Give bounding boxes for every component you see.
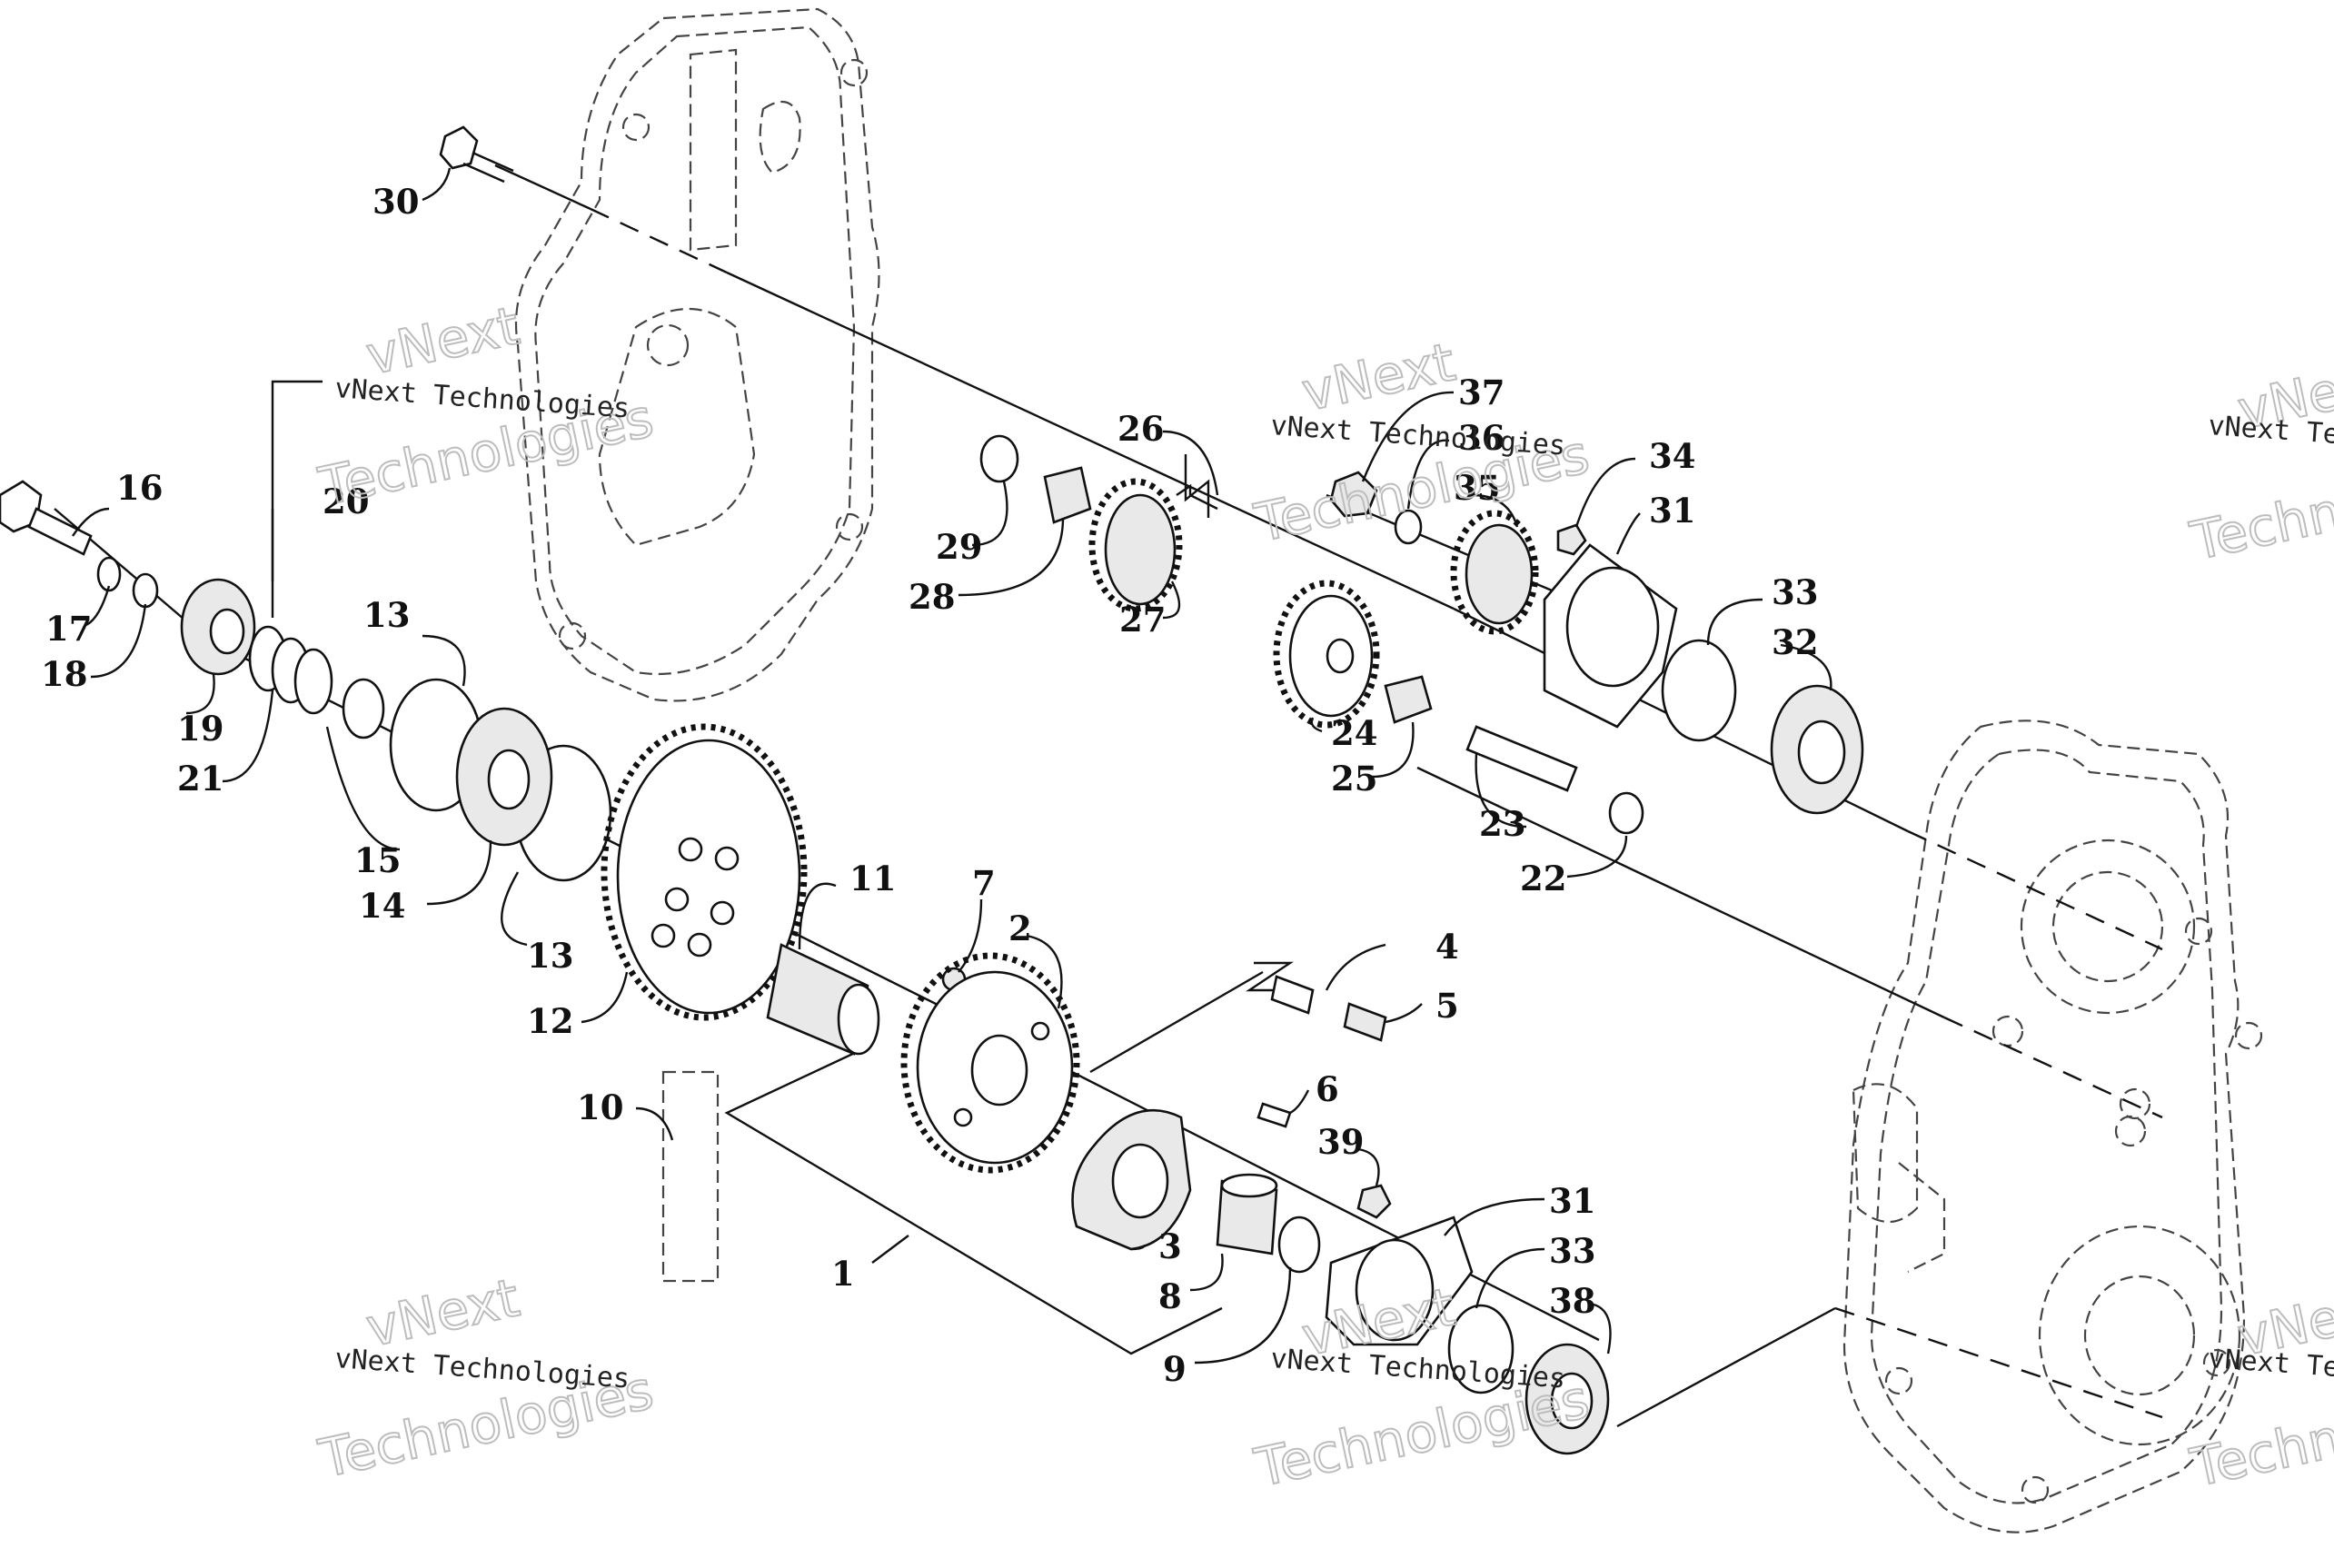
- watermark-3-label: vNext Technologies: [333, 1343, 631, 1395]
- part-12: [601, 723, 808, 1021]
- callout-22: 22: [1520, 858, 1567, 898]
- upper-housing-ghost: [514, 7, 880, 702]
- callout-23: 23: [1479, 804, 1526, 844]
- callout-13: 13: [363, 595, 411, 635]
- part-15: [342, 678, 385, 739]
- part-24: [1273, 580, 1380, 729]
- part-2: [900, 952, 1080, 1174]
- part-4: [1270, 975, 1315, 1015]
- watermark-6-label: vNext Technologies: [2207, 1343, 2334, 1395]
- callout-8: 8: [1158, 1276, 1182, 1316]
- svg-text:vNext: vNext: [1296, 331, 1460, 423]
- part-6: [1256, 1102, 1292, 1128]
- assembly-bracket: [724, 1043, 1223, 1355]
- part-37: [1329, 471, 1378, 518]
- callout-6: 6: [1316, 1069, 1339, 1109]
- callout-32: 32: [1772, 622, 1819, 662]
- callout-13-lower: 13: [527, 936, 574, 976]
- svg-text:Technologies: Technologies: [2185, 442, 2334, 572]
- part-27: [1088, 478, 1183, 612]
- callout-27: 27: [1119, 600, 1167, 640]
- watermark-2-label: vNext Technologies: [1269, 410, 1566, 462]
- callout-17: 17: [45, 609, 93, 649]
- callout-labels: 30 16 20 17 18 19 21 13 15 14 13 12 11 7…: [41, 182, 1819, 1389]
- callout-9: 9: [1163, 1349, 1187, 1389]
- part-25: [1384, 675, 1433, 724]
- callout-25: 25: [1331, 759, 1378, 799]
- callout-2: 2: [1008, 908, 1032, 948]
- part-31-lower: [1325, 1216, 1474, 1346]
- callout-31-lower: 31: [1549, 1181, 1596, 1221]
- callout-leaders: [72, 167, 1832, 1365]
- callout-1: 1: [831, 1254, 855, 1294]
- part-26: [1176, 483, 1218, 511]
- part-33-lower: [1447, 1304, 1515, 1394]
- part-23: [1465, 725, 1578, 792]
- callout-31-upper: 31: [1649, 491, 1696, 531]
- part-35: [1450, 510, 1539, 635]
- watermark-5: vNext Technologies: [2184, 348, 2334, 573]
- callout-5: 5: [1435, 986, 1459, 1026]
- part-34: [1556, 523, 1587, 556]
- callout-26: 26: [1117, 409, 1165, 449]
- part-17: [96, 556, 122, 592]
- callout-11: 11: [849, 858, 897, 898]
- part-38: [1525, 1343, 1610, 1455]
- callout-7: 7: [972, 863, 996, 903]
- part-28: [1043, 466, 1092, 524]
- callout-33-upper: 33: [1772, 572, 1819, 612]
- part-22: [1608, 791, 1644, 835]
- part-bolt-30: [439, 125, 514, 184]
- callout-10: 10: [577, 1087, 624, 1127]
- lower-housing-ghost: [1842, 719, 2263, 1533]
- part-18: [132, 572, 159, 609]
- svg-text:vNext: vNext: [361, 1266, 524, 1359]
- callout-18: 18: [41, 654, 88, 694]
- callout-38: 38: [1549, 1281, 1596, 1321]
- callout-36: 36: [1458, 418, 1505, 458]
- callout-30: 30: [372, 182, 420, 222]
- callout-37: 37: [1458, 372, 1505, 412]
- callout-19: 19: [177, 709, 224, 749]
- callout-16: 16: [116, 468, 164, 508]
- part-32: [1770, 684, 1864, 815]
- part-9: [1277, 1216, 1321, 1274]
- callout-24: 24: [1331, 713, 1378, 753]
- callout-33-lower: 33: [1549, 1231, 1596, 1271]
- callout-4: 4: [1435, 927, 1459, 967]
- svg-text:vNext: vNext: [361, 294, 524, 387]
- callout-15: 15: [354, 840, 402, 880]
- part-36: [1394, 509, 1423, 545]
- callout-29: 29: [936, 527, 983, 567]
- part-14: [455, 707, 553, 847]
- part-39: [1356, 1184, 1392, 1219]
- part-19: [180, 578, 256, 676]
- watermark-1-label: vNext Technologies: [333, 372, 631, 425]
- callout-12: 12: [527, 1001, 574, 1041]
- parts: [0, 125, 1864, 1455]
- callout-34: 34: [1649, 436, 1696, 476]
- part-11: [766, 943, 880, 1056]
- callout-39: 39: [1317, 1122, 1365, 1162]
- callout-21: 21: [177, 759, 224, 799]
- part-31-upper: [1543, 543, 1678, 729]
- callout-28: 28: [909, 577, 956, 617]
- callout-35: 35: [1454, 468, 1501, 508]
- callout-14: 14: [359, 886, 406, 926]
- part-3: [1071, 1109, 1192, 1251]
- part-8: [1216, 1173, 1278, 1255]
- part-bolt-16: [0, 480, 93, 556]
- part-10: [661, 1070, 720, 1283]
- callout-20: 20: [323, 481, 370, 521]
- part-29: [979, 434, 1019, 483]
- part-33-upper: [1661, 639, 1737, 742]
- watermark-5-label: vNext Technologies: [2207, 410, 2334, 462]
- watermark-4-label: vNext Technologies: [1269, 1343, 1566, 1395]
- part-5: [1343, 1002, 1387, 1042]
- svg-text:Technologies: Technologies: [2185, 1368, 2334, 1499]
- part-21: [248, 625, 333, 715]
- callout-3: 3: [1158, 1226, 1182, 1266]
